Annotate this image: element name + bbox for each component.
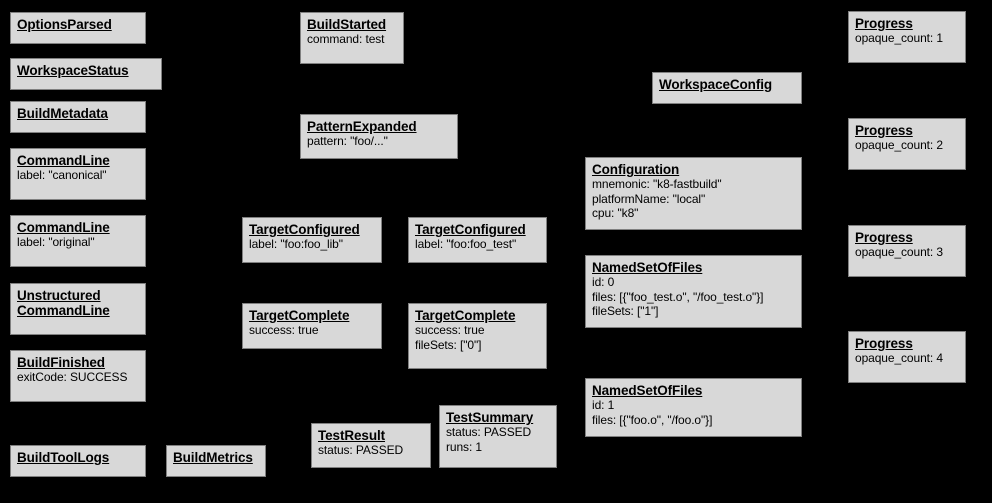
node-title: TestResult	[318, 428, 386, 443]
node-fields: label: "foo:foo_lib"	[249, 237, 375, 252]
node-field: runs: 1	[446, 439, 482, 454]
node-field: exitCode: SUCCESS	[17, 370, 128, 384]
node-title: TargetComplete	[249, 308, 350, 323]
node-title: Unstructured CommandLine	[17, 288, 110, 318]
node-field: label: "canonical"	[17, 168, 107, 182]
node-build-metrics[interactable]: BuildMetrics	[166, 445, 266, 477]
node-field: fileSets: ["1"]	[592, 304, 659, 318]
node-fields: mnemonic: "k8-fastbuild"platformName: "l…	[592, 177, 795, 221]
node-title: Progress	[855, 230, 913, 245]
node-title: TargetComplete	[415, 308, 516, 323]
node-field: opaque_count: 2	[855, 138, 943, 152]
node-fields: opaque_count: 3	[855, 245, 959, 260]
node-title: BuildToolLogs	[17, 450, 110, 465]
node-field: cpu: "k8"	[592, 206, 639, 220]
node-field: status: PASSED	[318, 443, 404, 457]
node-field: opaque_count: 1	[855, 31, 943, 45]
node-fields: opaque_count: 1	[855, 31, 959, 46]
node-fields: label: "original"	[17, 235, 139, 250]
node-field: opaque_count: 4	[855, 351, 943, 365]
node-options-parsed[interactable]: OptionsParsed	[10, 12, 146, 44]
node-workspace-config[interactable]: WorkspaceConfig	[652, 72, 802, 104]
node-field: label: "foo:foo_test"	[415, 237, 517, 251]
node-field: pattern: "foo/..."	[307, 134, 388, 148]
node-build-metadata[interactable]: BuildMetadata	[10, 101, 146, 133]
node-field: opaque_count: 3	[855, 245, 943, 259]
node-field: success: true	[415, 323, 485, 337]
node-fields: label: "canonical"	[17, 168, 139, 183]
node-title: Progress	[855, 123, 913, 138]
node-fields: label: "foo:foo_test"	[415, 237, 540, 252]
node-unstructured-command-line[interactable]: Unstructured CommandLine	[10, 283, 146, 335]
node-title: Progress	[855, 16, 913, 31]
node-title: WorkspaceStatus	[17, 63, 129, 78]
node-title: TargetConfigured	[249, 222, 360, 237]
node-title: Configuration	[592, 162, 680, 177]
node-title: NamedSetOfFiles	[592, 260, 703, 275]
node-workspace-status[interactable]: WorkspaceStatus	[10, 58, 162, 90]
node-build-tool-logs[interactable]: BuildToolLogs	[10, 445, 146, 477]
node-field: success: true	[249, 323, 319, 337]
node-field: files: [{"foo.o", "/foo.o"}]	[592, 412, 713, 427]
node-fields: exitCode: SUCCESS	[17, 370, 139, 385]
node-fields: status: PASSED	[318, 443, 424, 458]
node-field: files: [{"foo_test.o", "/foo_test.o"}]	[592, 289, 764, 304]
node-fields: pattern: "foo/..."	[307, 134, 451, 149]
node-field: label: "foo:foo_lib"	[249, 237, 343, 251]
node-field: mnemonic: "k8-fastbuild"	[592, 177, 722, 191]
node-fields: opaque_count: 4	[855, 351, 959, 366]
node-title: NamedSetOfFiles	[592, 383, 703, 398]
node-title: CommandLine	[17, 153, 110, 168]
node-field: fileSets: ["0"]	[415, 337, 482, 352]
node-title: BuildMetrics	[173, 450, 253, 465]
node-fields: success: true	[249, 323, 375, 338]
node-title: BuildFinished	[17, 355, 105, 370]
node-field: id: 0	[592, 275, 615, 289]
node-field: platformName: "local"	[592, 191, 706, 206]
node-title: PatternExpanded	[307, 119, 417, 134]
node-title: BuildStarted	[307, 17, 387, 32]
node-fields: command: test	[307, 32, 397, 47]
node-title: TargetConfigured	[415, 222, 526, 237]
node-title: WorkspaceConfig	[659, 77, 773, 92]
node-field: command: test	[307, 32, 385, 46]
node-field: id: 1	[592, 398, 615, 412]
node-title: CommandLine	[17, 220, 110, 235]
node-title: Progress	[855, 336, 913, 351]
node-title: TestSummary	[446, 410, 534, 425]
node-title: BuildMetadata	[17, 106, 108, 121]
node-field: label: "original"	[17, 235, 95, 249]
node-fields: opaque_count: 2	[855, 138, 959, 153]
node-title: OptionsParsed	[17, 17, 112, 32]
node-field: status: PASSED	[446, 425, 532, 439]
